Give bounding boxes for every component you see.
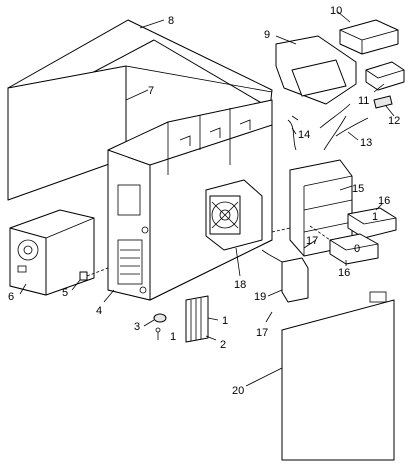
callout-1-screw: 1 <box>170 331 176 343</box>
signal-cable <box>319 103 369 151</box>
callout-7: 7 <box>148 85 154 97</box>
callout-0: 0 <box>354 243 360 255</box>
hard-drive-upper <box>347 207 397 239</box>
speaker-assembly <box>261 249 309 303</box>
callout-10: 10 <box>330 5 342 17</box>
drive-bracket <box>373 95 393 109</box>
fan-assembly <box>205 179 263 251</box>
hard-drive-lower <box>329 233 379 265</box>
screw-part <box>155 327 161 340</box>
callout-5: 5 <box>62 287 68 299</box>
callout-1-drive: 1 <box>372 211 378 223</box>
right-side-panel <box>281 291 395 461</box>
callout-4: 4 <box>96 305 102 317</box>
callout-18: 18 <box>234 279 246 291</box>
power-supply <box>9 209 95 296</box>
callout-9: 9 <box>264 29 270 41</box>
callout-8: 8 <box>168 15 174 27</box>
drive-bay-tray <box>275 35 357 105</box>
callout-17-upper: 17 <box>306 235 318 247</box>
callout-17-lower: 17 <box>256 327 268 339</box>
callout-15: 15 <box>352 183 364 195</box>
callout-16-upper: 16 <box>378 195 390 207</box>
optical-drive <box>339 19 399 55</box>
callout-11: 11 <box>358 95 369 107</box>
callout-20: 20 <box>232 385 244 397</box>
callout-12: 12 <box>388 115 400 127</box>
leader-lines <box>19 11 395 387</box>
floppy-drive <box>365 61 405 91</box>
power-cable <box>287 115 299 151</box>
callout-6: 6 <box>8 291 14 303</box>
slot-covers <box>185 295 209 343</box>
callout-14: 14 <box>298 129 310 141</box>
callout-13: 13 <box>360 137 372 149</box>
callout-1-slot: 1 <box>222 315 228 327</box>
callout-16-lower: 16 <box>338 267 350 279</box>
foot-part <box>153 313 167 323</box>
drive-cage <box>289 159 353 257</box>
callout-2: 2 <box>220 339 226 351</box>
guide-line <box>271 227 291 233</box>
callout-19: 19 <box>254 291 266 303</box>
callout-3: 3 <box>134 321 140 333</box>
connector-part <box>79 271 88 281</box>
guide-line <box>309 225 331 241</box>
